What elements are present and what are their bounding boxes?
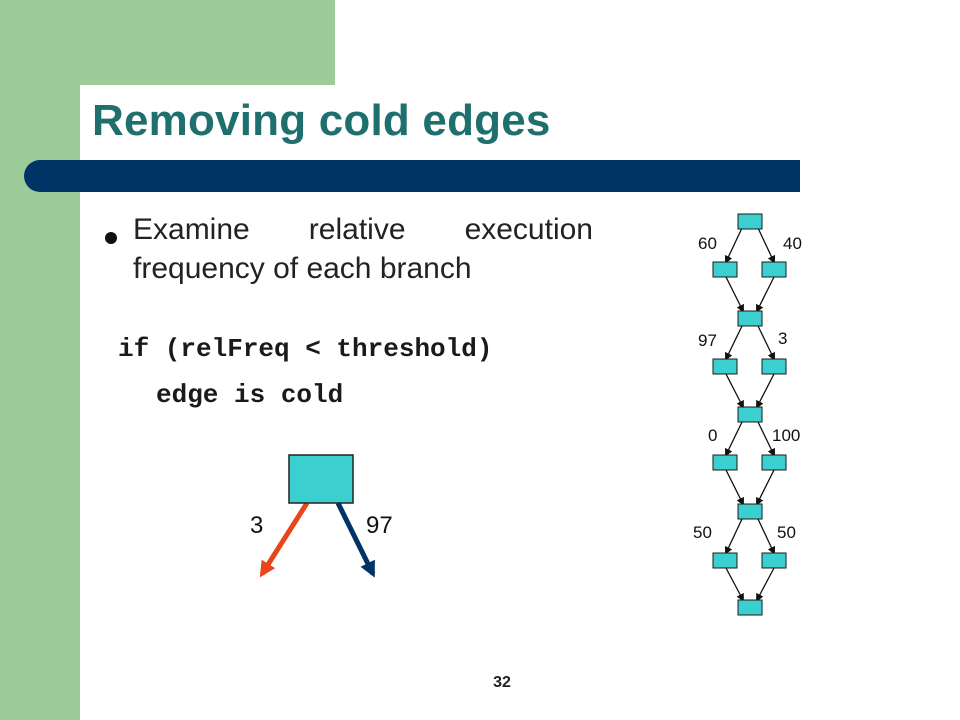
chain-node <box>761 454 787 471</box>
code-line-result: edge is cold <box>156 380 344 410</box>
branch-diagram: 3 97 <box>250 454 393 578</box>
chain-label: 60 <box>698 234 717 253</box>
slide-title: Removing cold edges <box>92 96 551 145</box>
chain-edge <box>725 567 744 602</box>
chain-node <box>737 503 763 520</box>
chain-node <box>761 552 787 569</box>
chain-edge <box>757 325 775 361</box>
chain-node <box>712 358 738 375</box>
chain-edge <box>725 325 743 361</box>
hot-edge-label: 97 <box>366 512 393 539</box>
chain-label: 50 <box>693 523 712 542</box>
chain-edge <box>724 518 743 555</box>
chain-edge <box>725 373 744 409</box>
title-underline-bar <box>24 160 800 192</box>
branch-node <box>288 454 354 504</box>
chain-label: 50 <box>777 523 796 542</box>
left-green-band <box>0 0 80 720</box>
chain-node <box>712 454 738 471</box>
bullet-dot <box>105 232 117 244</box>
chain-label: 97 <box>698 331 717 350</box>
hot-edge <box>335 501 376 578</box>
chain-edge <box>756 373 775 409</box>
chain-edge <box>756 567 775 602</box>
chain-label: 3 <box>778 329 787 348</box>
chain-edge <box>725 421 743 457</box>
chain-label: 100 <box>772 426 800 445</box>
chain-edge <box>756 276 775 313</box>
chain-edge <box>725 276 744 313</box>
chain-diagram: 60 40 97 3 0 100 50 50 <box>693 213 802 616</box>
chain-node <box>761 261 787 278</box>
chain-node <box>712 552 738 569</box>
bullet-text: Examine relative execution frequency of … <box>133 213 593 285</box>
cold-edge <box>259 501 310 578</box>
chain-node <box>737 310 763 327</box>
page-number: 32 <box>493 674 511 691</box>
chain-node <box>737 406 763 423</box>
chain-node <box>737 213 763 230</box>
chain-node <box>737 599 763 616</box>
chain-label: 0 <box>708 426 717 445</box>
chain-edge <box>757 227 776 264</box>
chain-edge <box>724 227 743 264</box>
chain-edge <box>757 518 776 555</box>
chain-edge <box>757 421 775 457</box>
chain-edge <box>756 469 775 506</box>
chain-edge <box>725 469 744 506</box>
cold-edge-label: 3 <box>250 512 263 539</box>
top-green-block <box>80 0 335 85</box>
chain-label: 40 <box>783 234 802 253</box>
code-line-condition: if (relFreq < threshold) <box>118 334 493 364</box>
chain-node <box>712 261 738 278</box>
chain-node <box>761 358 787 375</box>
